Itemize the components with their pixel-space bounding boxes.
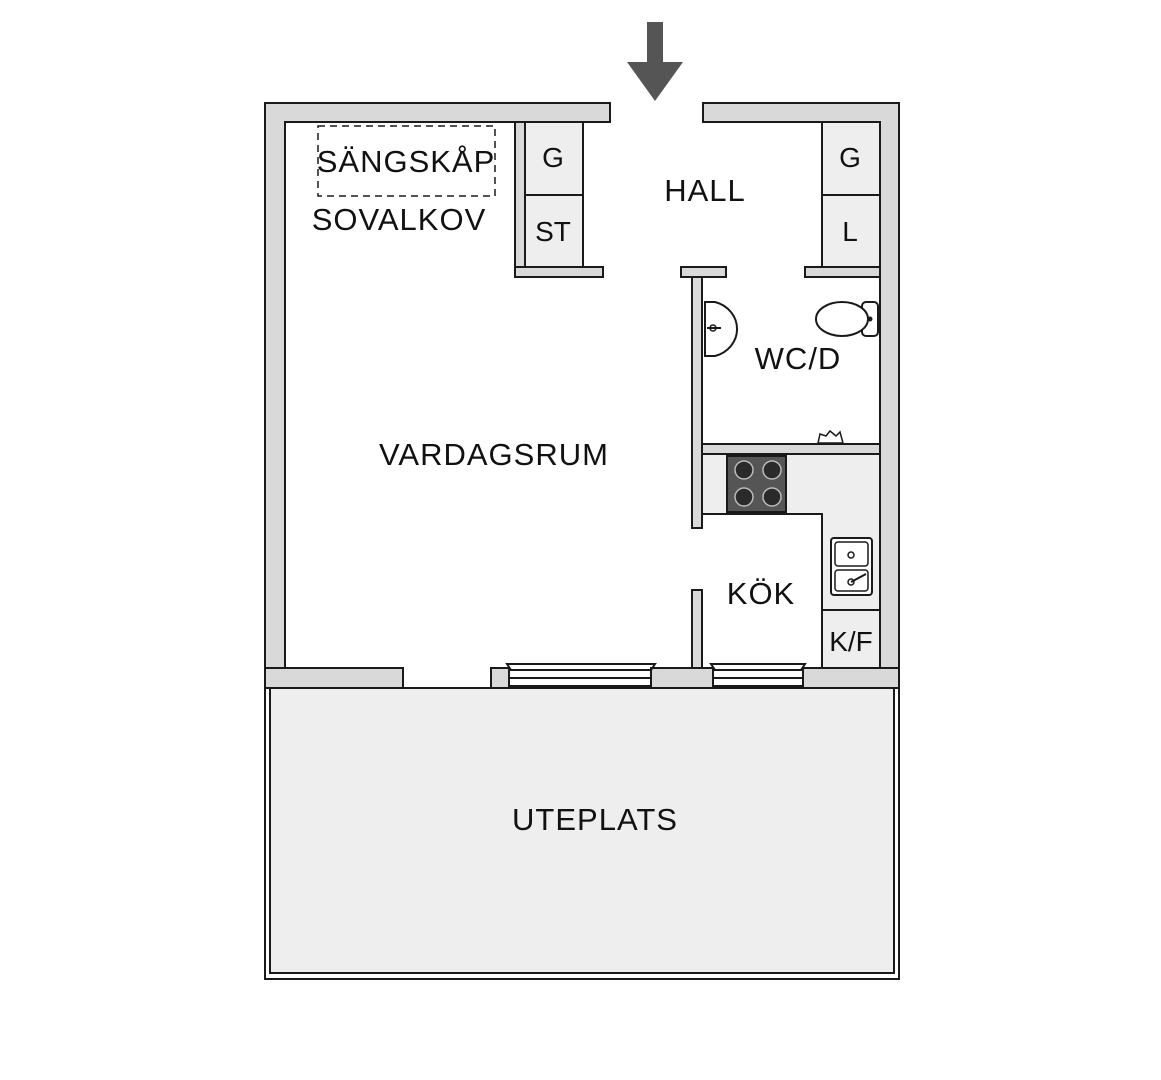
room-label-kok: KÖK (727, 576, 795, 611)
bed-cabinet-outline (317, 125, 496, 197)
terrace (264, 687, 900, 980)
cabinet-label-kf: K/F (829, 626, 873, 657)
cabinet-label-l: L (842, 216, 858, 247)
stove-icon (726, 455, 787, 513)
kitchen-sink-icon (830, 537, 873, 596)
floor-drain-icon (817, 429, 844, 444)
interior-walls (514, 121, 881, 669)
room-label-wc: WC/D (755, 341, 842, 376)
toilet-icon (815, 301, 879, 337)
entrance-arrow-icon (627, 22, 683, 101)
cabinet-label-st: ST (535, 216, 571, 247)
room-label-sovalkov: SOVALKOV (312, 202, 487, 237)
washbasin-icon (704, 301, 739, 357)
closet-right (821, 121, 881, 268)
room-label-vardagsrum: VARDAGSRUM (379, 437, 609, 472)
window-icon (505, 663, 657, 687)
label-bed-cabinet: SÄNGSKÅP (317, 144, 496, 179)
room-label-uteplats: UTEPLATS (512, 802, 678, 837)
room-label-hall: HALL (664, 173, 746, 208)
window-icon (709, 663, 807, 687)
cabinet-label-g-right: G (839, 142, 861, 173)
cabinet-label-g-left: G (542, 142, 564, 173)
closet-left (524, 121, 584, 268)
